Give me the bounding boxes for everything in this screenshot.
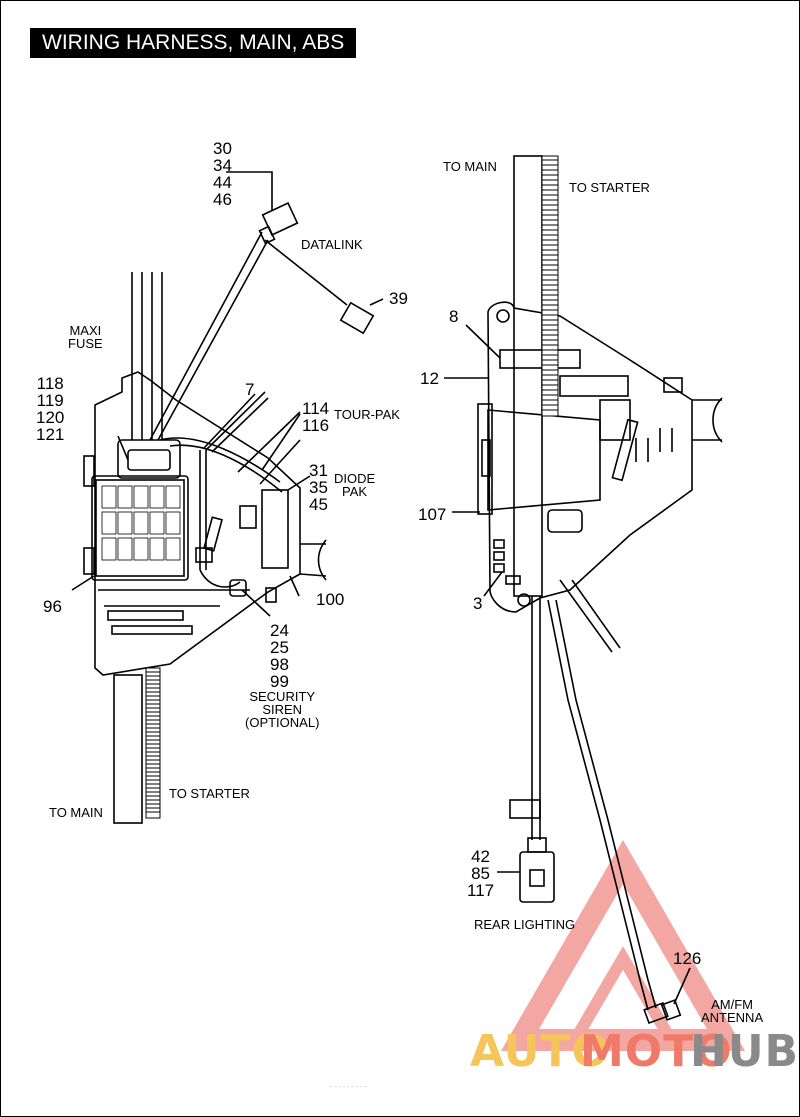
label-pak: PAK — [342, 484, 368, 499]
right-harness-view — [444, 155, 723, 1025]
right-starter-cable — [541, 155, 559, 417]
label-right-to-main: TO MAIN — [443, 159, 497, 174]
callout-117: 117 — [467, 881, 495, 900]
label-fuse: FUSE — [68, 336, 103, 351]
label-maxi: MAXI — [69, 323, 102, 338]
label-rear-lighting: REAR LIGHTING — [474, 917, 576, 932]
label-left-to-starter: TO STARTER — [169, 786, 250, 801]
callout-44: 44 — [213, 173, 232, 192]
diagram-title: WIRING HARNESS, MAIN, ABS — [30, 28, 357, 58]
callout-46: 46 — [213, 190, 232, 209]
left-harness-view — [71, 171, 384, 824]
label-am-fm-antenna: AM/FM ANTENNA — [701, 998, 763, 1024]
callout-107: 107 — [418, 505, 447, 524]
callout-126: 126 — [673, 949, 702, 968]
callout-rear-lighting-parts: 42 85 117 — [467, 848, 494, 899]
page-footer: - - - - - - - - - — [330, 1084, 367, 1091]
label-maxi-fuse: MAXI FUSE — [68, 324, 103, 350]
watermark-auto: AUTO — [470, 1026, 610, 1077]
callout-100: 100 — [316, 590, 345, 609]
callout-96: 96 — [43, 597, 62, 616]
left-starter-cable — [145, 667, 161, 819]
callout-tour-pak-parts: 114 116 — [302, 400, 329, 434]
callout-120: 120 — [36, 408, 65, 427]
label-diode: DIODE — [334, 471, 376, 486]
watermark-moto: MOTO — [580, 1026, 733, 1077]
label-diode-pak: DIODE PAK — [334, 472, 375, 498]
callout-118: 118 — [36, 374, 64, 393]
callout-fuse-block-parts: 118 119 120 121 — [36, 375, 64, 443]
callout-12: 12 — [420, 369, 439, 388]
callout-114: 114 — [302, 399, 330, 418]
callout-3: 3 — [473, 594, 483, 613]
label-siren: SIREN — [262, 702, 303, 717]
label-datalink: DATALINK — [301, 237, 363, 252]
label-antenna: ANTENNA — [701, 1010, 764, 1025]
callout-85: 85 — [471, 864, 491, 883]
label-left-to-main: TO MAIN — [49, 805, 103, 820]
callout-30: 30 — [213, 139, 232, 158]
callout-119: 119 — [36, 391, 64, 410]
callout-siren-parts: 24 25 98 99 — [270, 622, 289, 690]
label-right-to-starter: TO STARTER — [569, 180, 650, 195]
label-tour-pak: TOUR-PAK — [334, 407, 400, 422]
callout-7: 7 — [245, 380, 255, 399]
watermark-triangle — [500, 840, 746, 1051]
callout-25: 25 — [270, 638, 289, 657]
callout-45: 45 — [309, 495, 328, 514]
callout-35: 35 — [309, 478, 328, 497]
callout-datalink-parts: 30 34 44 46 — [213, 140, 232, 208]
callout-39: 39 — [389, 289, 408, 308]
label-security-siren: SECURITY SIREN (OPTIONAL) — [245, 690, 319, 729]
callout-116: 116 — [302, 416, 330, 435]
callout-24: 24 — [270, 621, 289, 640]
callout-99: 99 — [270, 672, 289, 691]
label-amfm: AM/FM — [711, 997, 753, 1012]
watermark-hub: HUB — [690, 1026, 800, 1077]
callout-42: 42 — [471, 847, 491, 866]
callout-31: 31 — [309, 461, 328, 480]
callout-98: 98 — [270, 655, 289, 674]
callout-diode-pak-parts: 31 35 45 — [309, 462, 328, 513]
callout-8: 8 — [449, 307, 459, 326]
callout-34: 34 — [213, 156, 232, 175]
callout-121: 121 — [36, 425, 65, 444]
label-optional: (OPTIONAL) — [245, 715, 320, 730]
label-security: SECURITY — [249, 689, 316, 704]
